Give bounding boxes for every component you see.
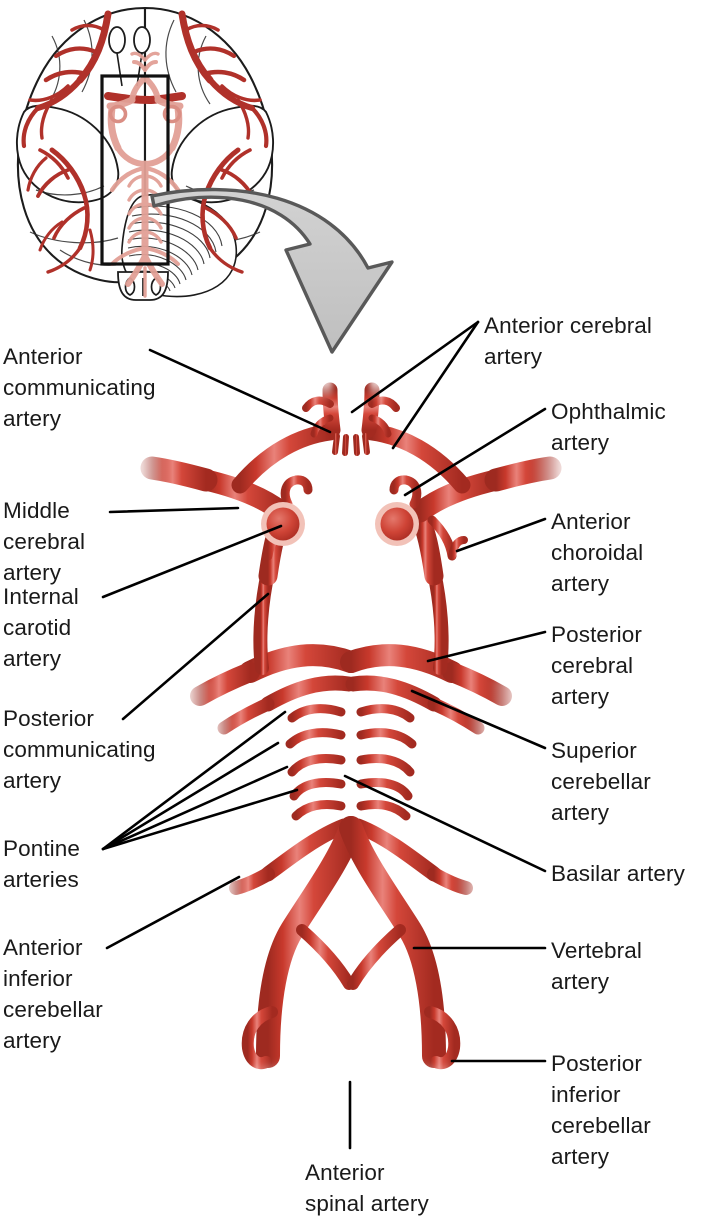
leader-pontine-arteries-3 (101, 788, 299, 851)
label-anterior-choroidal-artery: Anterior choroidal artery (551, 509, 644, 596)
label-anterior-inferior-cerebellar-artery: Anterior inferior cerebellar artery (3, 935, 103, 1053)
leader-middle-cerebral-artery-0 (108, 506, 240, 514)
leader-superior-cerebellar-artery-0 (410, 689, 547, 750)
label-middle-cerebral-artery: Middle cerebral artery (3, 498, 86, 585)
label-superior-cerebellar-artery: Superior cerebellar artery (551, 738, 651, 825)
label-pontine-arteries: Pontine arteries (3, 836, 81, 892)
inset-highlight-box (100, 74, 170, 266)
leader-basilar-artery-0 (343, 774, 547, 873)
magnify-arrow (150, 187, 394, 354)
leader-anterior-communicating-artery-0 (148, 348, 332, 434)
leader-pontine-arteries-0 (101, 710, 287, 851)
label-internal-carotid-artery: Internal carotid artery (3, 584, 79, 671)
leader-posterior-cerebral-artery-0 (426, 630, 547, 663)
leader-ophthalmic-artery-0 (403, 407, 547, 497)
label-posterior-cerebral-artery: Posterior cerebral artery (551, 622, 642, 709)
label-posterior-inferior-cerebellar-artery: Posterior inferior cerebellar artery (551, 1051, 651, 1169)
label-anterior-spinal-artery: Anterior spinal artery (305, 1160, 429, 1216)
leader-pontine-arteries-2 (101, 765, 289, 851)
label-anterior-communicating-artery: Anterior communicating artery (3, 344, 156, 431)
leader-internal-carotid-artery-0 (101, 524, 283, 599)
leader-pontine-arteries-1 (101, 741, 280, 851)
label-ophthalmic-artery: Ophthalmic artery (551, 399, 666, 455)
label-posterior-communicating-artery: Posterior communicating artery (3, 706, 156, 793)
leader-posterior-communicating-artery-0 (121, 592, 270, 721)
pontine-branch-group (285, 704, 417, 821)
leader-anterior-cerebral-artery-0 (350, 320, 480, 414)
brain-inset-group (16, 6, 274, 301)
label-anterior-cerebral-artery: Anterior cerebral artery (484, 313, 653, 369)
ica-cross-section-left (261, 502, 305, 546)
label-basilar-artery: Basilar artery (551, 861, 685, 886)
ica-cross-section-right (375, 502, 419, 546)
label-vertebral-artery: Vertebral artery (551, 938, 642, 994)
leader-anterior-cerebral-artery-1 (391, 320, 480, 450)
leader-anterior-inferior-cerebellar-artery-0 (105, 875, 241, 950)
cerebral-arterial-circle (136, 378, 566, 1098)
leader-anterior-choroidal-artery-0 (455, 517, 547, 553)
